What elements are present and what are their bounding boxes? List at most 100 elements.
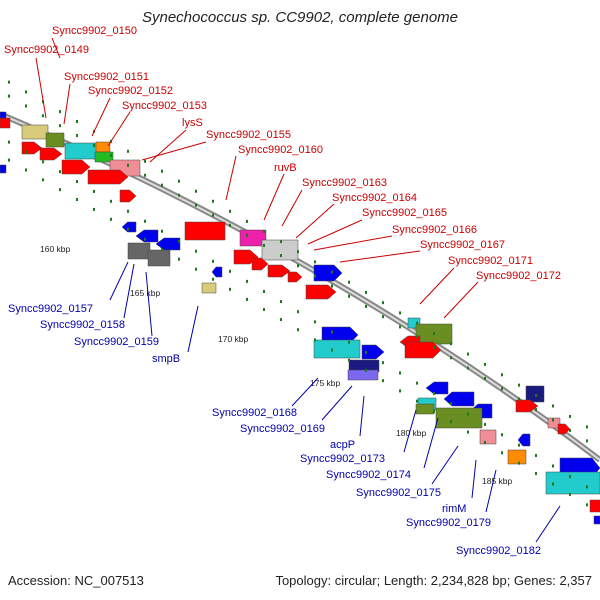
- tick-mark: [450, 356, 452, 360]
- gene-label: rimM: [442, 503, 466, 515]
- tick-mark: [42, 178, 44, 182]
- tick-mark: [59, 124, 61, 128]
- tick-mark: [467, 412, 469, 416]
- gene-label: Syncc9902_0172: [476, 270, 561, 282]
- tick-mark: [399, 389, 401, 393]
- gene-glyph: [127, 242, 151, 260]
- gene-label: Syncc9902_0157: [8, 303, 93, 315]
- gene-glyph: [589, 499, 600, 513]
- tick-mark: [263, 307, 265, 311]
- gene-leader-line: [535, 505, 561, 543]
- tick-mark: [8, 158, 10, 162]
- tick-mark: [161, 247, 163, 251]
- scale-label: 175 kbp: [310, 378, 341, 388]
- tick-mark: [467, 430, 469, 434]
- genome-backbone: [0, 111, 600, 463]
- tick-mark: [229, 209, 231, 213]
- gene-glyph: [201, 282, 217, 294]
- gene-label: Syncc9902_0160: [238, 144, 323, 156]
- tick-mark: [93, 143, 95, 147]
- tick-mark: [212, 213, 214, 217]
- tick-mark: [433, 331, 435, 335]
- gene-leader-line: [91, 97, 111, 137]
- gene-glyph: [515, 399, 539, 413]
- tick-mark: [93, 189, 95, 193]
- tick-mark: [518, 461, 520, 465]
- scale-label: 185 kbp: [482, 476, 513, 486]
- tick-mark: [8, 94, 10, 98]
- tick-mark: [246, 297, 248, 301]
- gene-leader-line: [419, 267, 455, 305]
- tick-mark: [263, 243, 265, 247]
- gene-glyph: [267, 264, 291, 278]
- tick-mark: [518, 443, 520, 447]
- tick-mark: [297, 264, 299, 268]
- tick-mark: [229, 269, 231, 273]
- tick-mark: [8, 140, 10, 144]
- tick-mark: [382, 379, 384, 383]
- tick-mark: [144, 219, 146, 223]
- tick-mark: [314, 338, 316, 342]
- tick-mark: [501, 373, 503, 377]
- tick-mark: [450, 402, 452, 406]
- scale-label: 165 kbp: [130, 288, 161, 298]
- tick-mark: [535, 408, 537, 412]
- tick-mark: [263, 289, 265, 293]
- tick-mark: [399, 325, 401, 329]
- tick-mark: [501, 387, 503, 391]
- gene-glyph: [435, 407, 483, 429]
- gene-label: Syncc9902_0175: [356, 487, 441, 499]
- gene-leader-line: [141, 141, 207, 161]
- tick-mark: [399, 311, 401, 315]
- tick-mark: [484, 376, 486, 380]
- tick-mark: [569, 428, 571, 432]
- gene-glyph: [45, 132, 65, 148]
- tick-mark: [212, 277, 214, 281]
- gene-glyph: [119, 189, 137, 203]
- gene-leader-line: [485, 469, 497, 513]
- gene-leader-line: [313, 235, 393, 251]
- genome-backbone-highlight: [0, 113, 600, 461]
- tick-mark: [229, 223, 231, 227]
- tick-mark: [42, 160, 44, 164]
- tick-mark: [365, 350, 367, 354]
- gene-glyph: [525, 385, 545, 403]
- tick-mark: [552, 464, 554, 468]
- tick-mark: [25, 150, 27, 154]
- genome-summary: Topology: circular; Length: 2,234,828 bp…: [275, 573, 592, 588]
- tick-mark: [76, 134, 78, 138]
- gene-leader-line: [63, 83, 71, 125]
- tick-mark: [297, 310, 299, 314]
- gene-label: smpB: [152, 353, 180, 365]
- tick-mark: [178, 257, 180, 261]
- scale-label: 180 kbp: [396, 428, 427, 438]
- tick-mark: [586, 425, 588, 429]
- gene-label: Syncc9902_0163: [302, 177, 387, 189]
- tick-mark: [76, 198, 78, 202]
- gene-glyph: [545, 471, 600, 495]
- tick-mark: [110, 217, 112, 221]
- gene-glyph: [135, 229, 159, 243]
- tick-mark: [229, 287, 231, 291]
- tick-mark: [127, 227, 129, 231]
- gene-glyph: [557, 423, 571, 435]
- gene-label: Syncc9902_0182: [456, 545, 541, 557]
- tick-mark: [280, 254, 282, 258]
- gene-glyph: [404, 341, 442, 359]
- tick-mark: [331, 330, 333, 334]
- tick-mark: [263, 229, 265, 233]
- tick-mark: [433, 391, 435, 395]
- tick-mark: [399, 371, 401, 375]
- gene-label: Syncc9902_0155: [206, 129, 291, 141]
- tick-mark: [59, 188, 61, 192]
- gene-glyph: [347, 369, 379, 381]
- gene-glyph: [313, 264, 343, 282]
- tick-mark: [467, 366, 469, 370]
- gene-glyph: [425, 381, 449, 395]
- tick-mark: [212, 199, 214, 203]
- gene-label: ruvB: [274, 162, 297, 174]
- gene-leader-line: [471, 459, 477, 499]
- tick-mark: [212, 259, 214, 263]
